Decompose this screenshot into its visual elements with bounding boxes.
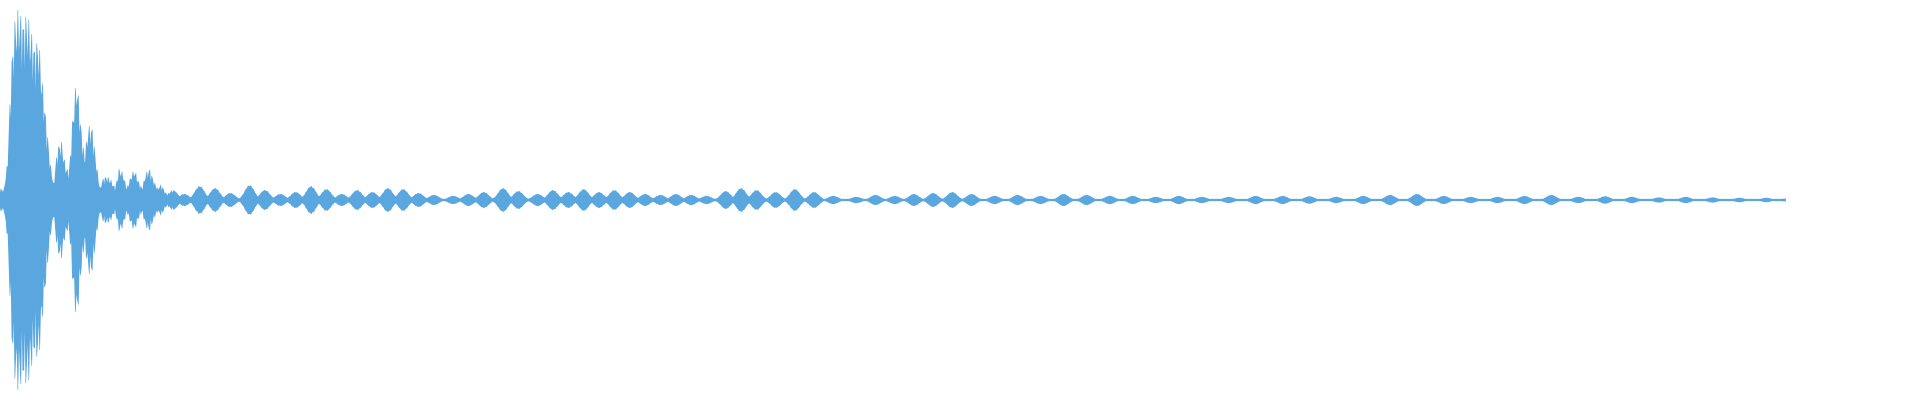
waveform-svg — [0, 10, 1786, 390]
waveform-chart — [0, 10, 1786, 390]
